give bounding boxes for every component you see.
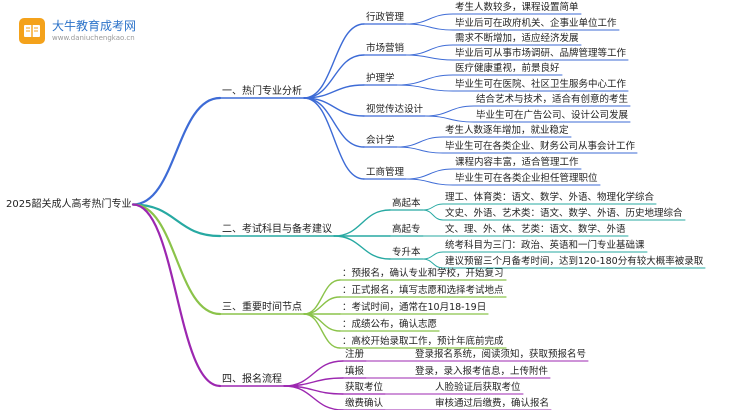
brand-name: 大牛教育成考网 — [52, 19, 137, 33]
brand-domain: www.daniuchengkao.cn — [52, 34, 135, 42]
section-1-link-6 — [303, 97, 365, 180]
s1-major-3: 护理学 — [366, 73, 395, 84]
s1-major-2-leaf-2: 毕业后可从事市场调研、品牌管理等工作 — [455, 48, 627, 59]
section-1-node-3-leaf-link-1 — [396, 74, 454, 86]
section-4-title: 四、报名流程 — [222, 374, 282, 385]
s1-major-1-leaf-2: 毕业后可在政府机关、企事业单位工作 — [455, 18, 617, 29]
s2-level-2: 高起专 — [392, 224, 421, 235]
section-2-node-3-leaf-link-1 — [422, 251, 444, 260]
s1-major-1: 行政管理 — [366, 12, 405, 23]
section-1-node-6-leaf-link-2 — [405, 178, 454, 186]
root-to-section-2 — [131, 203, 222, 238]
section-2-node-1-leaf-link-2 — [422, 209, 444, 221]
s1-major-5: 会计学 — [366, 135, 395, 146]
s3-milestone-2: ：正式报名，填写志愿和选择考试地点 — [342, 285, 504, 296]
s2-level-1-leaf-1: 理工、体育类：语文、数学、外语、物理化学综合 — [445, 192, 655, 203]
s3-milestone-3: ：考试时间，通常在10月18-19日 — [342, 302, 487, 313]
section-2-node-1-leaf-link-1 — [422, 203, 444, 211]
section-1-link-2 — [303, 54, 365, 99]
s3-milestone-4: ：成绩公布，确认志愿 — [342, 319, 438, 330]
root-to-section-4 — [131, 203, 222, 388]
mindmap-root: 2025韶关成人高考热门专业 — [6, 199, 132, 210]
s4-step-2: 填报 — [345, 366, 365, 377]
s4-step-3: 获取考位 — [345, 382, 384, 393]
section-4-link-4 — [283, 385, 344, 410]
section-1-node-5-leaf-link-2 — [396, 146, 444, 154]
section-1-node-4-leaf-link-2 — [424, 115, 475, 123]
s1-major-5-leaf-1: 考生人数逐年增加，就业稳定 — [445, 125, 569, 136]
section-3-title: 三、重要时间节点 — [222, 302, 302, 313]
section-1-node-3-leaf-link-2 — [396, 84, 454, 92]
section-1-node-4-leaf-link-1 — [424, 105, 475, 117]
section-2-title: 二、考试科目与备考建议 — [222, 224, 332, 235]
s4-step-1: 注册 — [345, 349, 365, 360]
section-1-node-6-leaf-link-1 — [405, 168, 454, 180]
s2-level-3: 专升本 — [392, 247, 421, 258]
s3-milestone-1: ：预报名，确认专业和学校，开始复习 — [342, 268, 504, 279]
section-1-node-2-leaf-link-1 — [405, 44, 454, 56]
s2-level-2-leaf-1: 文、理、外、体、艺类：语文、数学、外语 — [445, 224, 626, 235]
s2-level-3-leaf-1: 统考科目为三门：政治、英语和一门专业基础课 — [445, 240, 645, 251]
section-1-node-1-leaf-link-1 — [405, 13, 454, 25]
s1-major-4-leaf-2: 毕业生可在广告公司、设计公司发展 — [476, 110, 629, 121]
s1-major-4-leaf-1: 结合艺术与技术，适合有创意的考生 — [476, 94, 629, 105]
section-1-node-1-leaf-link-2 — [405, 23, 454, 31]
s2-level-1-leaf-2: 文史、外语、艺术类：语文、数学、外语、历史地理综合 — [445, 208, 683, 219]
s1-major-6-leaf-1: 课程内容丰富，适合管理工作 — [455, 157, 579, 168]
s1-major-2-leaf-1: 需求不断增加，适应经济发展 — [455, 33, 579, 44]
section-1-link-5 — [303, 97, 365, 148]
s1-major-6: 工商管理 — [366, 167, 405, 178]
s4-step-2-leaf: 登录，录入报考信息，上传附件 — [415, 366, 549, 377]
section-1-link-1 — [303, 23, 365, 99]
s4-step-4-leaf: 审核通过后缴费，确认报名 — [435, 398, 550, 409]
section-1-title: 一、热门专业分析 — [222, 86, 302, 97]
section-1-node-2-leaf-link-2 — [405, 54, 454, 61]
s1-major-1-leaf-1: 考生人数较多，课程设置简单 — [455, 2, 579, 13]
section-3-link-2 — [303, 296, 341, 315]
section-3-link-4 — [303, 313, 341, 332]
s1-major-2: 市场营销 — [366, 43, 405, 54]
brand-logo-icon — [18, 17, 46, 45]
s3-milestone-5: ：高校开始录取工作，预计年底前完成 — [342, 336, 504, 347]
section-2-link-1 — [333, 209, 391, 237]
section-2-link-3 — [333, 235, 391, 260]
s1-major-4: 视觉传达设计 — [366, 104, 424, 115]
s2-level-1: 高起本 — [392, 198, 421, 209]
s4-step-4: 缴费确认 — [345, 398, 384, 409]
s4-step-3-leaf: 人脸验证后获取考位 — [435, 382, 521, 393]
s1-major-3-leaf-1: 医疗健康重视，前景良好 — [455, 63, 560, 74]
s1-major-3-leaf-2: 毕业生可在医院、社区卫生服务中心工作 — [455, 79, 627, 90]
s2-level-3-leaf-2: 建议预留三个月备考时间，达到120-180分有较大概率被录取 — [445, 256, 704, 267]
root-to-section-3 — [131, 203, 222, 316]
root-to-section-1 — [131, 96, 222, 206]
s1-major-5-leaf-2: 毕业生可在各类企业、财务公司从事会计工作 — [445, 141, 636, 152]
s1-major-6-leaf-2: 毕业生可在各类企业担任管理职位 — [455, 173, 598, 184]
section-2-node-3-leaf-link-2 — [422, 258, 444, 269]
section-1-link-3 — [303, 84, 365, 99]
section-3-link-5 — [303, 313, 341, 349]
s4-step-1-leaf: 登录报名系统，阅读须知，获取预报名号 — [415, 349, 587, 360]
section-1-node-5-leaf-link-1 — [396, 136, 444, 148]
